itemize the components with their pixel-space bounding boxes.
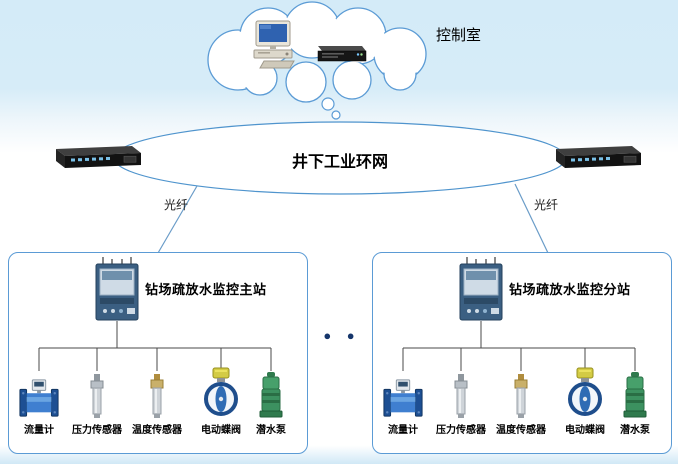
device-electric-butterfly-valve: 电动蝶阀 xyxy=(557,369,613,436)
pressure-sensor-icon xyxy=(87,373,107,419)
device-label: 潜水泵 xyxy=(256,425,286,436)
submersible-pump-icon xyxy=(258,371,284,419)
device-electric-butterfly-valve: 电动蝶阀 xyxy=(193,369,249,436)
device-submersible-pump: 潜水泵 xyxy=(607,369,663,436)
device-label: 压力传感器 xyxy=(436,425,486,436)
electric-butterfly-valve-icon xyxy=(565,367,605,419)
device-pressure-sensor: 压力传感器 xyxy=(69,369,125,436)
device-pressure-sensor: 压力传感器 xyxy=(433,369,489,436)
control-cabinet-icon xyxy=(457,256,505,322)
electric-butterfly-valve-icon xyxy=(201,367,241,419)
control-cabinet-icon xyxy=(93,256,141,322)
network-switch-icon-left xyxy=(44,144,144,172)
temperature-sensor-icon xyxy=(511,373,531,419)
pressure-sensor-icon xyxy=(451,373,471,419)
control-room-label: 控制室 xyxy=(436,27,482,44)
device-temperature-sensor: 温度传感器 xyxy=(493,369,549,436)
device-submersible-pump: 潜水泵 xyxy=(243,369,299,436)
fiber-line-left xyxy=(157,185,198,254)
device-label: 电动蝶阀 xyxy=(201,425,241,436)
device-flow-meter: 流量计 xyxy=(11,369,67,436)
station-main: 钻场疏放水监控主站 流量计 压力传感器 温度传感器 电动蝶阀 潜水泵 xyxy=(8,252,308,454)
fiber-label-left: 光纤 xyxy=(164,198,189,212)
server-icon xyxy=(312,40,368,64)
device-label: 压力传感器 xyxy=(72,425,122,436)
flow-meter-icon xyxy=(18,377,60,419)
device-label: 流量计 xyxy=(388,425,418,436)
cloud-bubble xyxy=(331,110,341,120)
station-title: 钻场疏放水监控主站 xyxy=(145,282,267,297)
ring-network-label: 井下工业环网 xyxy=(291,154,388,171)
fiber-label-right: 光纤 xyxy=(534,198,559,212)
device-temperature-sensor: 温度传感器 xyxy=(129,369,185,436)
fiber-line-right xyxy=(514,183,549,254)
more-stations-dots: ● ● xyxy=(323,328,361,343)
network-switch-icon-right xyxy=(544,144,644,172)
cloud-bubble xyxy=(321,97,335,111)
flow-meter-icon xyxy=(382,377,424,419)
station-sub: 钻场疏放水监控分站 流量计 压力传感器 温度传感器 电动蝶阀 潜水泵 xyxy=(372,252,672,454)
desktop-computer-icon xyxy=(250,20,298,74)
station-title: 钻场疏放水监控分站 xyxy=(509,282,631,297)
device-label: 潜水泵 xyxy=(620,425,650,436)
device-label: 流量计 xyxy=(24,425,54,436)
station-wiring-lines xyxy=(38,321,272,371)
temperature-sensor-icon xyxy=(147,373,167,419)
device-label: 温度传感器 xyxy=(496,425,546,436)
device-flow-meter: 流量计 xyxy=(375,369,431,436)
device-label: 电动蝶阀 xyxy=(565,425,605,436)
station-wiring-lines xyxy=(402,321,636,371)
device-label: 温度传感器 xyxy=(132,425,182,436)
submersible-pump-icon xyxy=(622,371,648,419)
